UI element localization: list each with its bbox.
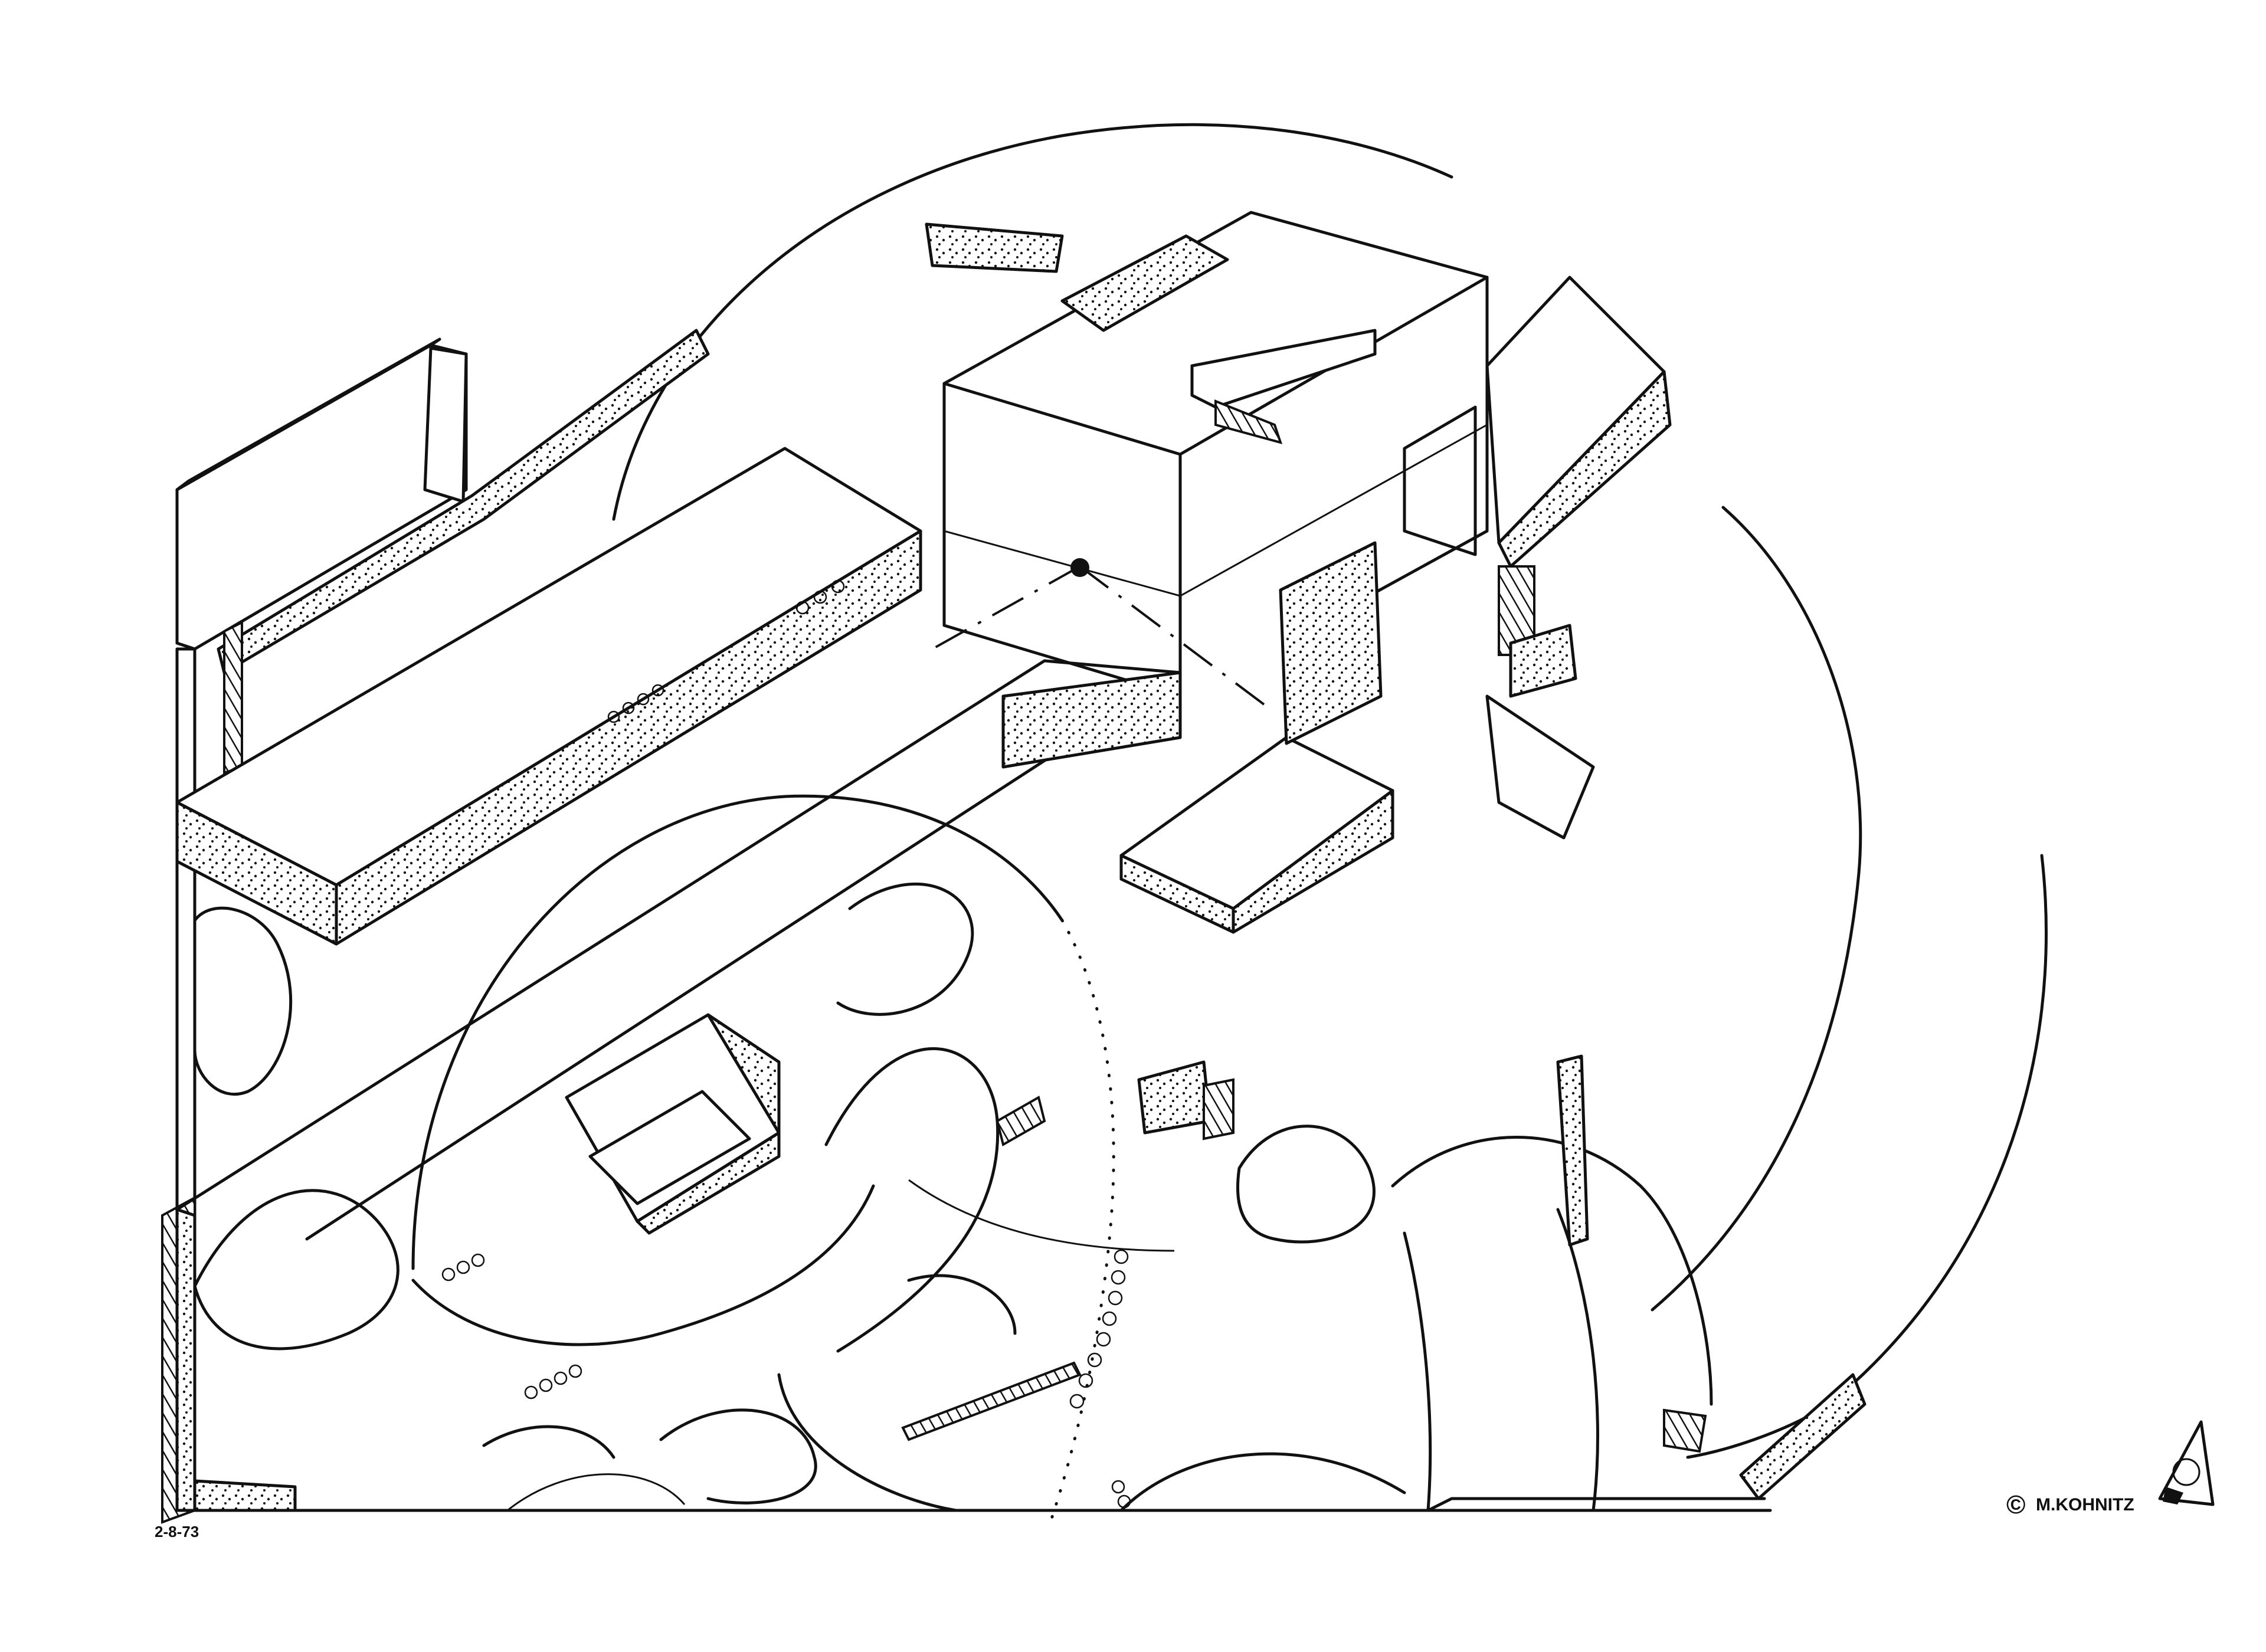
center-right-blocks [1119, 541, 1394, 1140]
lower-box [565, 1013, 781, 1235]
right-blade [1485, 276, 1672, 840]
ground [175, 1479, 1772, 1512]
curved-forms [193, 883, 1713, 1512]
background-circles [411, 123, 2048, 1524]
rivets [441, 1095, 1131, 1509]
copyright-symbol: © [2006, 1490, 2025, 1519]
lower-right-legs [1426, 1054, 1866, 1512]
middle-beam [175, 659, 1182, 1512]
date-mark: 2-8-73 [155, 1523, 199, 1540]
artist-logo [2158, 1420, 2215, 1506]
glass-cube [925, 211, 1489, 709]
upper-beam [175, 447, 922, 946]
artist-signature: M.KOHNITZ [2036, 1495, 2134, 1515]
